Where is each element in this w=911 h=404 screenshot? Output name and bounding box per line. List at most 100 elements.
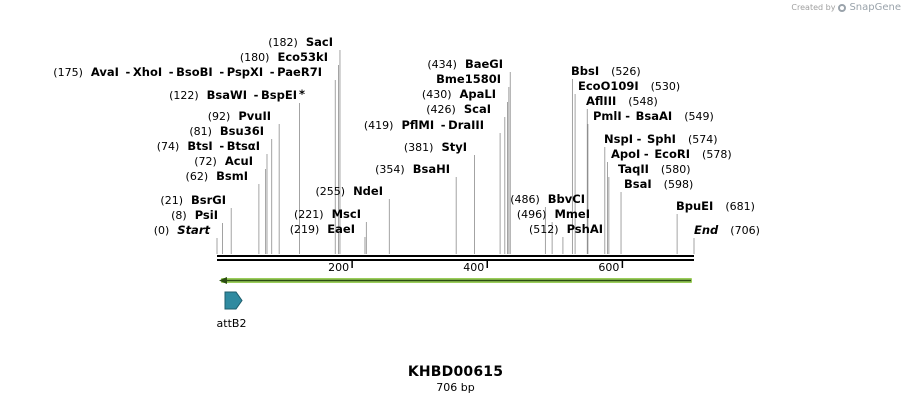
site-position: (62)	[186, 170, 209, 183]
site-label-81: Bsu36I(81)	[189, 124, 264, 138]
snapgene-logo-icon	[838, 3, 847, 12]
enzyme-name: AcuI	[225, 154, 253, 168]
site-position: (706)	[730, 224, 760, 237]
site-position: (219)	[290, 223, 320, 236]
site-label-182: SacI(182)	[268, 35, 333, 49]
enzyme-name: EaeI	[327, 222, 355, 236]
enzyme-name: XhoI	[133, 65, 162, 79]
enzyme-name: MmeI	[554, 207, 590, 221]
enzyme-name: PaeR7I	[277, 65, 322, 79]
enzyme-name: NdeI	[353, 184, 383, 198]
site-position: (496)	[517, 208, 547, 221]
feature-arrow-head	[219, 277, 227, 284]
enzyme-name: AvaI	[91, 65, 119, 79]
site-position: (681)	[725, 200, 755, 213]
site-label-221: MscI(221)	[294, 207, 361, 221]
enzyme-separator: -	[219, 65, 224, 79]
construct-name: KHBD00615	[407, 364, 504, 380]
enzyme-separator: -	[644, 147, 649, 161]
site-position: (74)	[157, 140, 180, 153]
site-position: (381)	[404, 141, 434, 154]
site-position: (574)	[688, 133, 718, 146]
snapgene-credit: Created by SnapGene	[791, 2, 901, 13]
site-position: (419)	[364, 119, 394, 132]
site-label-8: PsiI (8)	[171, 208, 218, 222]
enzyme-name: TaqII	[618, 162, 649, 176]
enzyme-name: SphI	[647, 132, 676, 146]
enzyme-name: ApoI	[611, 147, 640, 161]
feature-label-attB2: attB2	[217, 317, 247, 330]
site-label-434: BaeGI(434)	[427, 57, 503, 71]
enzyme-separator: -	[169, 65, 174, 79]
site-position: (530)	[651, 80, 681, 93]
site-position: (548)	[628, 95, 658, 108]
methylation-asterisk: *	[299, 87, 305, 101]
feature-attB2	[224, 291, 243, 310]
enzyme-name: PshAI	[567, 222, 603, 236]
sequence-map: Start(0)PsiI (8) BsrGI (21)BsmI(62)AcuI (72)…	[53, 35, 760, 330]
enzyme-name: BsaI	[624, 177, 652, 191]
site-position: (354)	[375, 163, 405, 176]
enzyme-name: EcoRI	[654, 147, 690, 161]
site-position: (512)	[529, 223, 559, 236]
site-label-122: BspEI-BsaWI * (122)	[169, 87, 305, 102]
site-label-496: MmeI (496)	[517, 207, 590, 221]
site-position: (426)	[426, 103, 456, 116]
enzyme-name: BpuEI	[676, 199, 713, 213]
site-position: (578)	[702, 148, 732, 161]
site-label-92: PvuII(92)	[208, 109, 271, 123]
credit-brand: SnapGene	[849, 2, 901, 13]
site-label-426: ScaI(426)	[426, 102, 491, 116]
site-position: (526)	[611, 65, 641, 78]
site-label-219: EaeI (219)	[290, 222, 355, 236]
site-label-381: StyI (381)	[404, 140, 467, 154]
site-position: (598)	[664, 178, 694, 191]
enzyme-name: BspEI	[261, 88, 297, 102]
site-position: (21)	[160, 194, 183, 207]
enzyme-name: PspXI	[227, 65, 263, 79]
enzyme-name: EcoO109I	[578, 79, 639, 93]
enzyme-name: DraIII	[448, 118, 484, 132]
site-position: (122)	[169, 89, 199, 102]
enzyme-separator: -	[625, 109, 630, 123]
enzyme-name: BtsI	[187, 139, 212, 153]
site-labels: Start(0)PsiI (8) BsrGI (21)BsmI(62)AcuI (72)…	[53, 35, 760, 237]
site-label-598: BsaI (598)	[624, 177, 693, 191]
site-position: (580)	[661, 163, 691, 176]
construct-title-block: KHBD00615 706 bp	[0, 364, 911, 394]
enzyme-name: BsaWI	[207, 88, 247, 102]
ruler-label-400: 400	[463, 261, 484, 274]
enzyme-separator: -	[441, 118, 446, 132]
site-position: (8)	[171, 209, 187, 222]
site-label-74: BtsαI-BtsI(74)	[157, 139, 260, 153]
site-label-255: NdeI(255)	[315, 184, 383, 198]
enzyme-name: BsrGI	[191, 193, 226, 207]
site-label-486: BbvCI(486)	[510, 192, 585, 206]
enzyme-name: StyI	[441, 140, 467, 154]
site-label-62: BsmI(62)	[186, 169, 248, 183]
site-label-354: BsaHI(354)	[375, 162, 450, 176]
enzyme-name: AflIII	[586, 94, 616, 108]
enzyme-separator: -	[254, 88, 259, 102]
site-label-0: Start(0)	[154, 223, 211, 237]
leader-lines	[216, 50, 695, 254]
site-label-549: PmlI-BsaAI(549)	[593, 109, 714, 123]
enzyme-separator: -	[637, 132, 642, 146]
enzyme-separator: -	[219, 139, 224, 153]
site-label-681: BpuEI (681)	[676, 199, 755, 213]
enzyme-separator: -	[126, 65, 131, 79]
site-label-419: DraIII-PflMI(419)	[364, 118, 484, 132]
construct-length: 706 bp	[436, 381, 475, 394]
site-position: (221)	[294, 208, 324, 221]
ruler-label-600: 600	[598, 261, 619, 274]
enzyme-name: Start	[177, 223, 210, 237]
enzyme-name: PsiI	[195, 208, 218, 222]
site-label-512: PshAI (512)	[529, 222, 603, 236]
site-position: (549)	[684, 110, 714, 123]
enzyme-name: NspI	[604, 132, 633, 146]
site-position: (72)	[194, 155, 217, 168]
site-position: (92)	[208, 110, 231, 123]
enzyme-name: BsoBI	[176, 65, 213, 79]
site-label-180: Eco53kI(180)	[240, 50, 328, 64]
site-label-706: End(706)	[694, 223, 760, 237]
